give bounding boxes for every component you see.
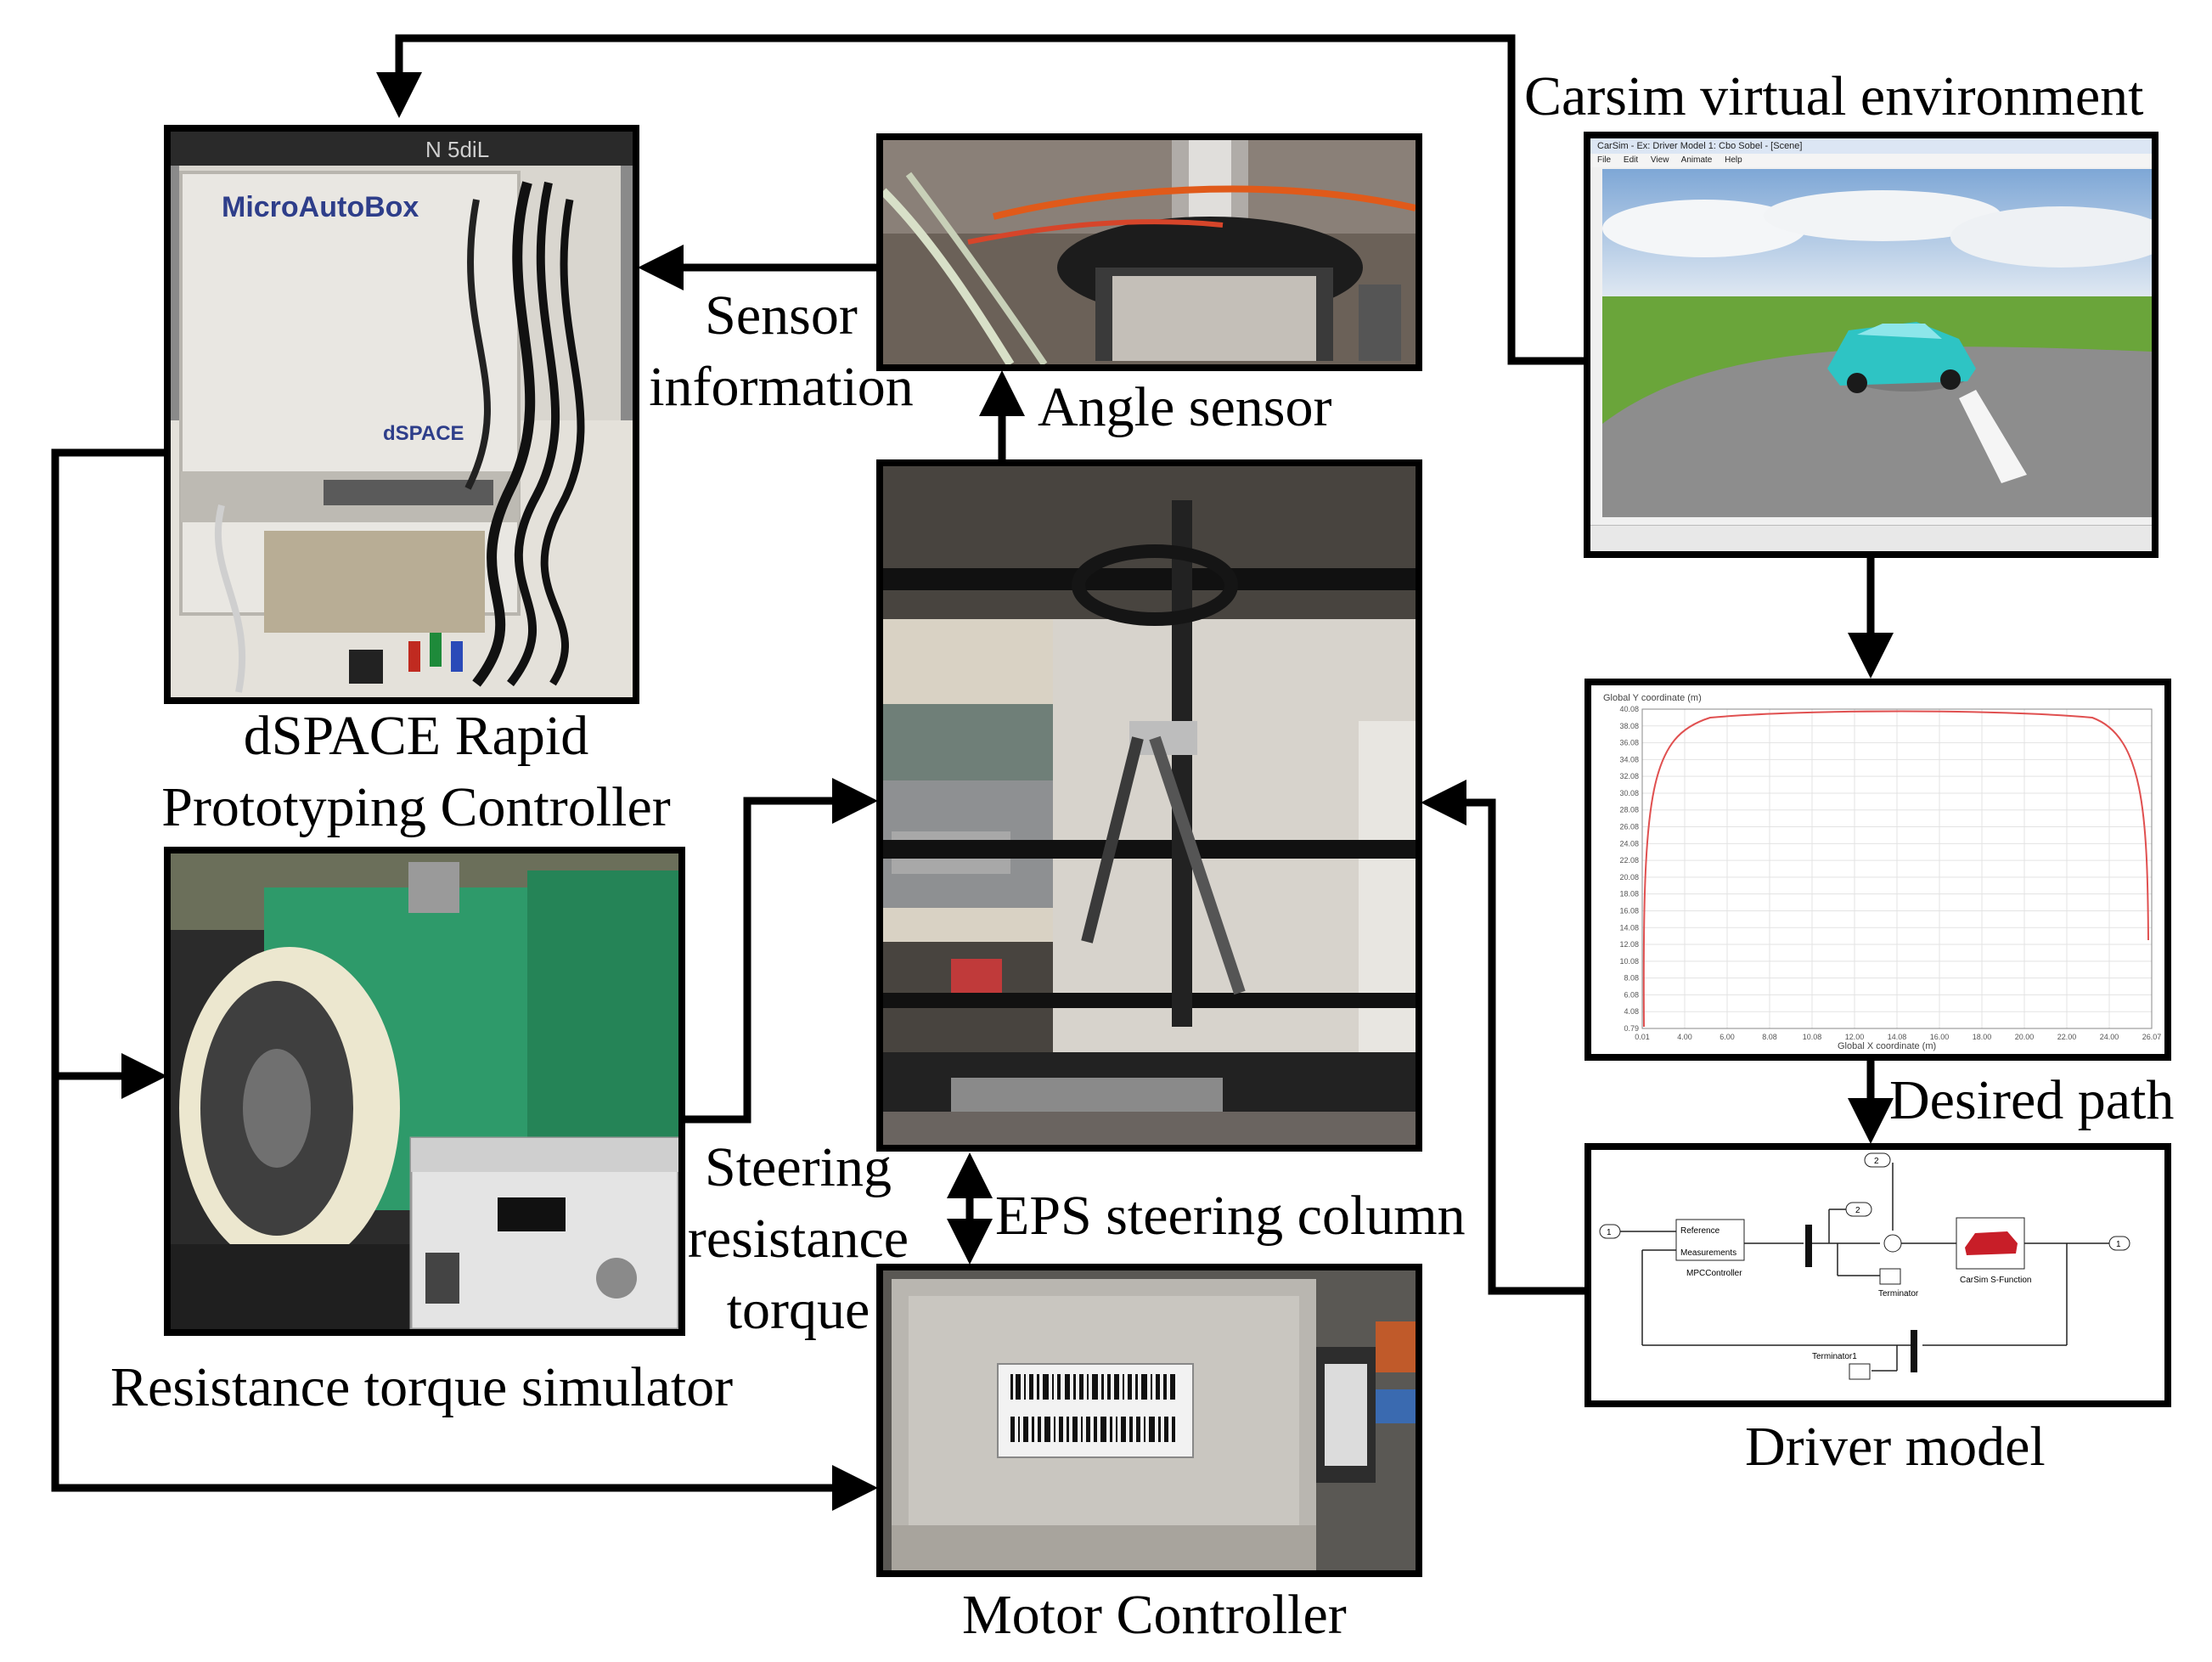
path-ytick-label: 14.08	[1619, 923, 1639, 932]
driver-model-diagram: 1 Reference Measurements MPCController 2…	[1584, 1143, 2171, 1407]
path-ytick-label: 36.08	[1619, 739, 1639, 747]
path-xtick-label: 8.08	[1762, 1033, 1777, 1041]
path-xtick-label: 24.00	[2100, 1033, 2119, 1041]
menu-view[interactable]: View	[1650, 155, 1669, 165]
simulink-reference: Reference	[1680, 1226, 1720, 1236]
path-ytick-label: 18.08	[1619, 890, 1639, 899]
menu-animate[interactable]: Animate	[1680, 155, 1713, 165]
path-ylabel: Global Y coordinate (m)	[1603, 693, 1702, 703]
path-xtick-label: 22.00	[2057, 1033, 2077, 1041]
label-dspace-line2: Prototyping Controller	[161, 776, 671, 838]
simulink-out-1: 1	[2116, 1240, 2121, 1249]
path-xticks: 0.01 4.00 6.00 8.08 10.08 12.00 14.08 16.00 18.0…	[1635, 1033, 2161, 1041]
menu-file[interactable]: File	[1597, 155, 1612, 165]
path-ytick-label: 32.08	[1619, 772, 1639, 780]
label-motor-controller: Motor Controller	[962, 1584, 1347, 1646]
dspace-controller-illustration: N 5diL MicroAutoBox dSPACE	[171, 132, 633, 697]
label-sensor-line1: Sensor	[705, 285, 858, 346]
path-xtick-label: 14.08	[1888, 1033, 1907, 1041]
arrow-resistance-to-eps	[685, 778, 878, 1124]
angle-sensor-photo	[876, 133, 1422, 371]
arrow-driver-to-eps	[1421, 780, 1584, 1295]
label-carsim-environment: Carsim virtual environment	[1524, 65, 2144, 127]
angle-sensor-illustration	[883, 140, 1416, 364]
simulink-const-2b: 2	[1855, 1206, 1860, 1215]
carsim-window-title: CarSim - Ex: Driver Model 1: Cbo Sobel -…	[1597, 141, 1803, 151]
path-curve	[1642, 710, 2149, 1028]
dspace-box-logo: dSPACE	[383, 422, 464, 445]
path-xtick-label: 12.00	[1845, 1033, 1865, 1041]
label-steering-line1: Steering	[705, 1136, 892, 1198]
simulink-measurements: Measurements	[1680, 1248, 1736, 1258]
carsim-menubar: File Edit View Animate Help	[1590, 154, 2152, 167]
resistance-torque-simulator-photo	[164, 847, 685, 1336]
path-ytick-label: 30.08	[1619, 789, 1639, 797]
label-dspace-line1: dSPACE Rapid	[243, 705, 589, 767]
label-sensor-line2: information	[649, 356, 914, 418]
path-xtick-label: 6.00	[1720, 1033, 1735, 1041]
path-ytick-label: 26.08	[1619, 823, 1639, 831]
path-ytick-label: 40.08	[1619, 705, 1639, 713]
path-ytick-label: 6.08	[1624, 990, 1639, 999]
carsim-titlebar: CarSim - Ex: Driver Model 1: Cbo Sobel -…	[1590, 138, 2152, 154]
menu-edit[interactable]: Edit	[1623, 155, 1639, 165]
path-xtick-label: 16.00	[1930, 1033, 1950, 1041]
path-yticks: 40.08 38.08 36.08 34.08 32.08 30.08 28.08 26.08…	[1619, 705, 1639, 1033]
path-ytick-label: 34.08	[1619, 755, 1639, 763]
path-ytick-label: 8.08	[1624, 974, 1639, 983]
eps-steering-column-photo	[876, 459, 1422, 1152]
microautobox-label: MicroAutoBox	[222, 191, 419, 223]
carsim-scene	[1602, 169, 2152, 517]
dspace-controller-photo: N 5diL MicroAutoBox dSPACE	[164, 125, 639, 704]
label-angle-sensor: Angle sensor	[1038, 376, 1332, 438]
label-desired-path: Desired path	[1889, 1069, 2175, 1131]
arrow-carsim-to-dspace	[376, 34, 1588, 365]
path-ytick-label: 24.08	[1619, 839, 1639, 848]
simulink-terminator: Terminator	[1878, 1289, 1919, 1299]
path-ytick-label: 10.08	[1619, 957, 1639, 966]
path-xtick-label: 0.01	[1635, 1033, 1650, 1041]
carsim-window: CarSim - Ex: Driver Model 1: Cbo Sobel -…	[1584, 132, 2159, 558]
path-xtick-label: 4.00	[1677, 1033, 1692, 1041]
path-xtick-label: 26.07	[2142, 1033, 2162, 1041]
path-xlabel: Global X coordinate (m)	[1838, 1041, 1936, 1051]
eps-column-illustration	[883, 466, 1416, 1145]
path-axes-frame	[1641, 708, 2153, 1029]
label-resistance-torque-simulator: Resistance torque simulator	[110, 1356, 734, 1418]
dspace-top-logo: N 5diL	[425, 137, 489, 162]
path-ytick-label: 0.79	[1624, 1024, 1639, 1033]
resistance-sim-illustration	[171, 854, 678, 1329]
path-ytick-label: 12.08	[1619, 940, 1639, 949]
simulink-const-2a: 2	[1874, 1157, 1879, 1166]
path-ytick-label: 28.08	[1619, 806, 1639, 814]
simulink-mpc: MPCController	[1686, 1269, 1742, 1278]
desired-path-plot: Global Y coordinate (m) Global X coordin…	[1584, 679, 2171, 1061]
path-xtick-label: 10.08	[1803, 1033, 1822, 1041]
label-steering-resistance-torque: Steering resistance torque	[671, 1132, 926, 1346]
simulink-terminator1: Terminator1	[1812, 1352, 1857, 1361]
path-ytick-label: 16.08	[1619, 906, 1639, 915]
arrow-dspace-to-motor	[51, 448, 878, 1511]
label-dspace-controller: dSPACE Rapid Prototyping Controller	[127, 701, 705, 843]
path-xtick-label: 18.00	[1973, 1033, 1992, 1041]
motor-controller-photo	[876, 1264, 1422, 1577]
simulink-carsim: CarSim S-Function	[1960, 1276, 2031, 1285]
label-steering-line3: torque	[726, 1279, 870, 1341]
path-xtick-label: 20.00	[2015, 1033, 2035, 1041]
path-ytick-label: 38.08	[1619, 722, 1639, 730]
label-sensor-information: Sensor information	[641, 280, 921, 423]
label-eps-steering-column: EPS steering column	[995, 1185, 1466, 1247]
path-ytick-label: 22.08	[1619, 856, 1639, 865]
menu-help[interactable]: Help	[1725, 155, 1742, 165]
path-plot-svg: Global Y coordinate (m) Global X coordin…	[1603, 693, 2161, 1051]
path-ytick-label: 4.08	[1624, 1007, 1639, 1016]
label-steering-line2: resistance	[687, 1208, 909, 1270]
simulink-const-1: 1	[1607, 1228, 1612, 1237]
carsim-playback-bar[interactable]	[1590, 525, 2152, 551]
path-ytick-label: 20.08	[1619, 873, 1639, 882]
motor-controller-illustration	[883, 1270, 1416, 1570]
label-driver-model: Driver model	[1745, 1416, 2046, 1478]
simulink-svg: 1 Reference Measurements MPCController 2…	[1599, 1152, 2130, 1380]
